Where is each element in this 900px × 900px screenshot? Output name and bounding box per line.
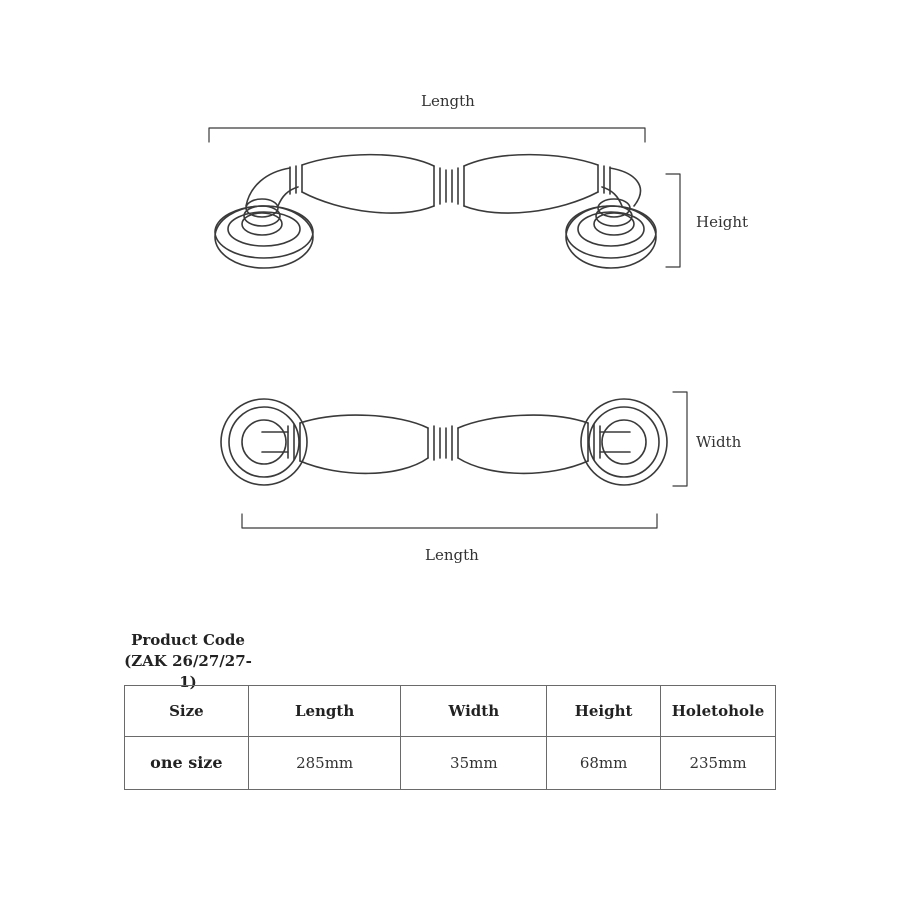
header-length: Length [247,685,402,737]
cell-size: one size [124,735,249,791]
top-length-bracket [208,127,646,143]
bottom-length-label: Length [425,546,479,564]
product-code-title: Product Code [131,631,245,649]
header-size: Size [124,685,249,737]
side-view-handle [208,127,681,269]
cell-height: 68mm [546,735,662,791]
height-label: Height [696,213,749,231]
cell-length: 285mm [247,735,402,791]
width-bracket [672,391,688,487]
header-holetohole: Holetohole [660,685,776,737]
bottom-length-bracket [241,513,658,529]
product-code: Product Code (ZAK 26/27/27-1) [124,630,252,693]
header-height: Height [546,685,662,737]
cell-holetohole: 235mm [660,735,776,791]
width-label: Width [696,433,742,451]
height-bracket [665,173,681,268]
top-length-label: Length [421,92,475,110]
header-width: Width [400,685,548,737]
table-header-row: Size Length Width Height Holetohole [124,685,776,737]
cell-width: 35mm [400,735,548,791]
plan-view-handle [220,391,688,529]
spec-table: Size Length Width Height Holetohole one … [124,685,776,791]
table-row: one size 285mm 35mm 68mm 235mm [124,735,776,791]
